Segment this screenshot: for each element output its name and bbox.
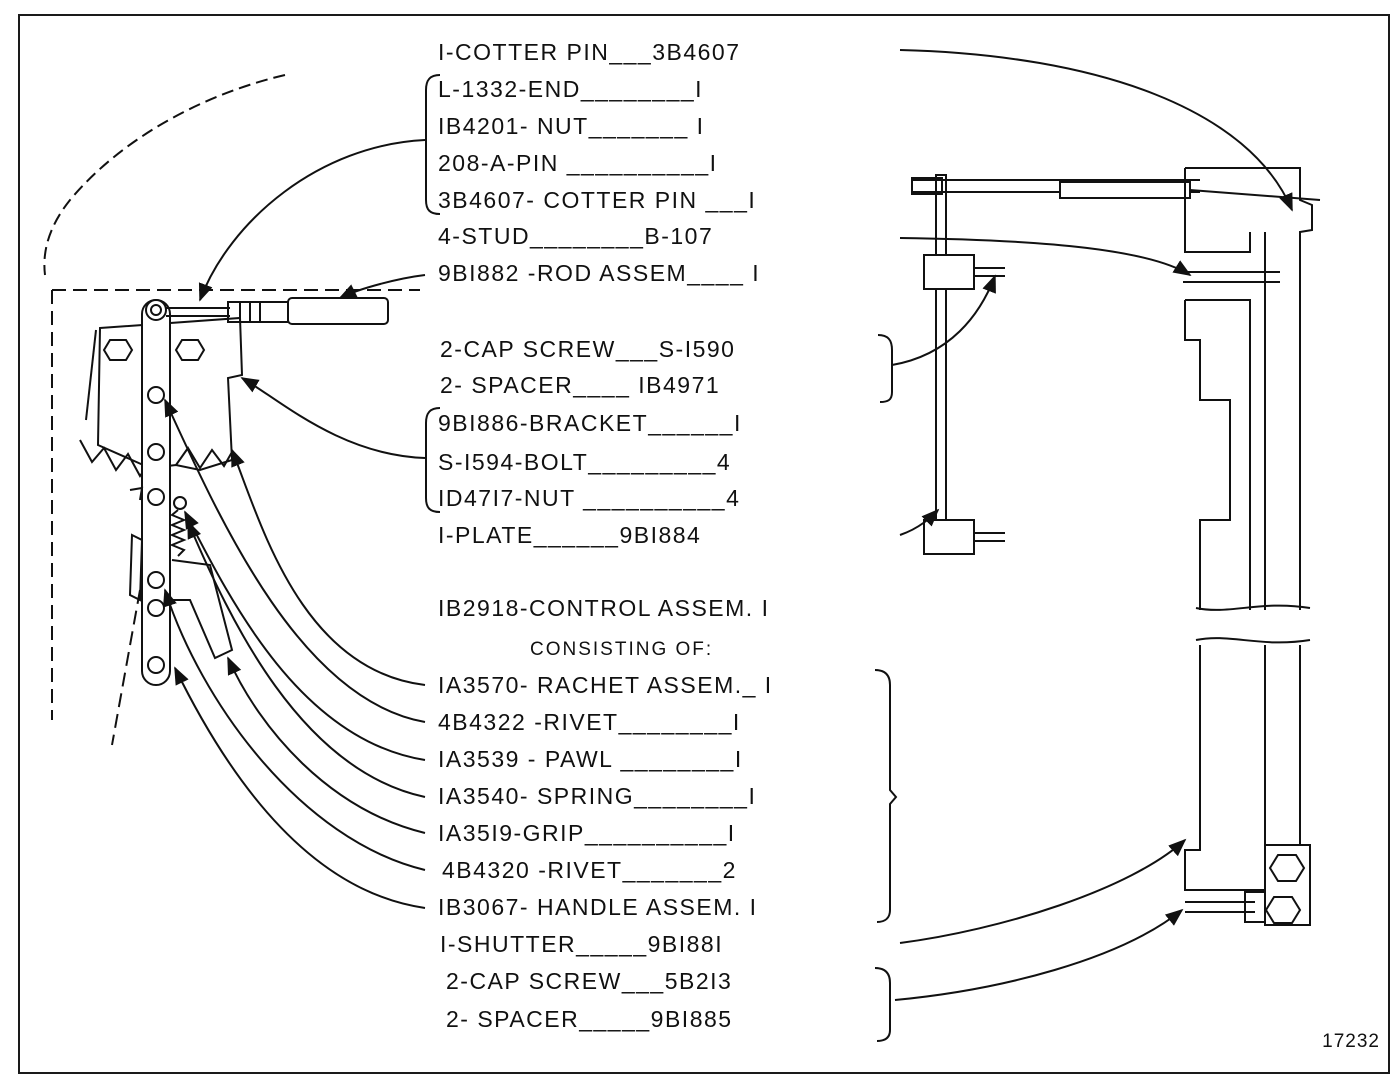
label-nut-1b4201: IB4201- NUT_______ I — [438, 113, 705, 139]
leader-end-group — [198, 139, 426, 302]
side-view-shutter — [1183, 167, 1313, 926]
hood-outline — [43, 74, 286, 276]
leader-rachet-assem — [231, 448, 426, 686]
label-stud: 4-STUD________B-107 — [438, 223, 714, 249]
label-consisting-of: CONSISTING OF: — [530, 639, 714, 660]
label-spacer-9b1885: 2- SPACER_____9BI885 — [446, 1006, 733, 1032]
leader-grip — [227, 656, 426, 834]
leader-handle-assem — [174, 666, 426, 909]
label-bracket: 9BI886-BRACKET______I — [438, 410, 742, 436]
brace-lower-cap-screw — [874, 967, 891, 1042]
leader-cap-screw-spacer-lower — [894, 908, 1184, 1001]
label-end: L-1332-END________I — [438, 76, 704, 102]
rod-assembly-left — [166, 297, 389, 325]
label-handle-assem: IB3067- HANDLE ASSEM. I — [438, 894, 758, 920]
side-view-plate — [911, 174, 1321, 555]
label-bolt: S-I594-BOLT_________4 — [438, 449, 732, 475]
label-rivet-4b4320: 4B4320 -RIVET_______2 — [442, 857, 737, 883]
label-spacer-1b4971: 2- SPACER____ IB4971 — [440, 372, 721, 398]
leader-pawl — [184, 510, 426, 761]
leader-spring — [187, 520, 426, 798]
label-control-assem: IB2918-CONTROL ASSEM. I — [438, 595, 770, 621]
label-pin-208a: 208-A-PIN __________I — [438, 150, 718, 176]
leader-cap-screw-spacer — [891, 274, 996, 366]
leader-plate — [899, 508, 940, 536]
spring-and-handle — [128, 486, 234, 660]
label-rivet-4b4322: 4B4322 -RIVET________I — [438, 709, 741, 735]
brace-control-parts — [874, 669, 898, 923]
label-grip: IA35I9-GRIP__________I — [438, 820, 736, 846]
control-lever — [141, 299, 171, 686]
brace-bracket-group — [425, 407, 441, 513]
label-plate: I-PLATE______9BI884 — [438, 522, 702, 548]
label-cotter-pin-3b4607: 3B4607- COTTER PIN ___I — [438, 187, 757, 213]
leader-stud — [899, 237, 1192, 276]
leader-rod-assem — [338, 274, 426, 299]
brace-cap-screw-spacer — [877, 334, 893, 403]
leader-rivet-4b4322 — [164, 398, 426, 723]
label-rachet-assem: IA3570- RACHET ASSEM._ I — [438, 672, 773, 698]
label-cap-screw-s1590: 2-CAP SCREW___S-I590 — [440, 336, 736, 362]
label-spring: IA3540- SPRING________I — [438, 783, 757, 809]
figure-number: 17232 — [1322, 1031, 1380, 1052]
leader-rivet-4b4320 — [163, 588, 426, 871]
label-nut-1d4717: ID47I7-NUT __________4 — [438, 485, 741, 511]
leader-shutter — [899, 838, 1187, 944]
hood-slant — [111, 589, 141, 746]
brace-end-group — [425, 74, 441, 215]
label-pawl: IA3539 - PAWL ________I — [438, 746, 743, 772]
label-cap-screw-5b213: 2-CAP SCREW___5B2I3 — [446, 968, 733, 994]
leader-bracket-group — [240, 377, 426, 459]
label-cotter-pin-top: I-COTTER PIN___3B4607 — [438, 39, 741, 65]
label-rod-assem: 9BI882 -ROD ASSEM____ I — [438, 260, 761, 286]
label-shutter: I-SHUTTER_____9BI88I — [440, 931, 724, 957]
leader-cotter-pin-top — [899, 49, 1293, 212]
